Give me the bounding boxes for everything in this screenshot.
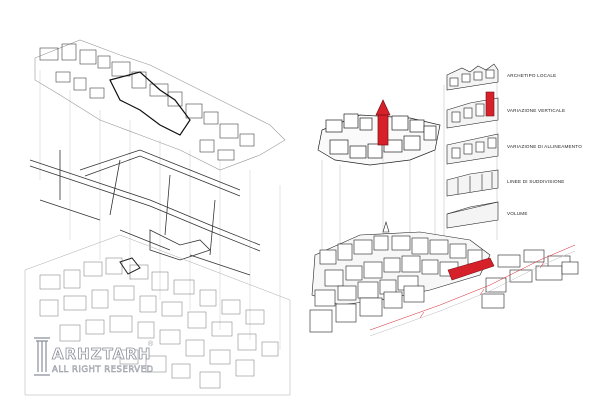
legend-label-variazione-allineamento: VARIAZIONE DI ALLINEAMENTO (507, 144, 582, 149)
layer-ground-plan (24, 234, 291, 396)
legend-icon-variazione-verticale (446, 91, 499, 129)
legend-icon-volume (446, 201, 499, 229)
legend-label-volume: VOLUME (507, 211, 528, 216)
street-markings (369, 244, 576, 337)
legend-icons (446, 63, 499, 229)
red-strip-lower (447, 257, 495, 281)
right-lower-massing (309, 220, 579, 333)
watermark-registered: ® (148, 341, 154, 348)
legend-icon-linee-suddivisione (446, 169, 499, 197)
legend-label-variazione-verticale: VARIAZIONE VERTICALE (507, 108, 566, 113)
watermark-subtitle: ALL RIGHT RESERVED (52, 365, 154, 376)
right-upper-massing (317, 99, 441, 166)
layer-street-network (29, 149, 261, 276)
watermark-name: ARHZTARH (52, 345, 152, 364)
layer-buildings-top (34, 39, 286, 171)
legend-label-archetipo: ARCHETIPO LOCALE (507, 73, 557, 78)
legend-label-linee-suddivisione: LINEE DI SUDDIVISIONE (507, 179, 565, 184)
legend-icon-archetipo (446, 63, 499, 91)
right-outlying-blocks (481, 249, 579, 309)
watermark-logo-icon (34, 337, 50, 376)
red-tower-upper (375, 99, 391, 146)
projection-lines-right (321, 70, 498, 260)
left-exploded-axonometric (24, 39, 291, 396)
legend-icon-variazione-allineamento (446, 133, 499, 165)
